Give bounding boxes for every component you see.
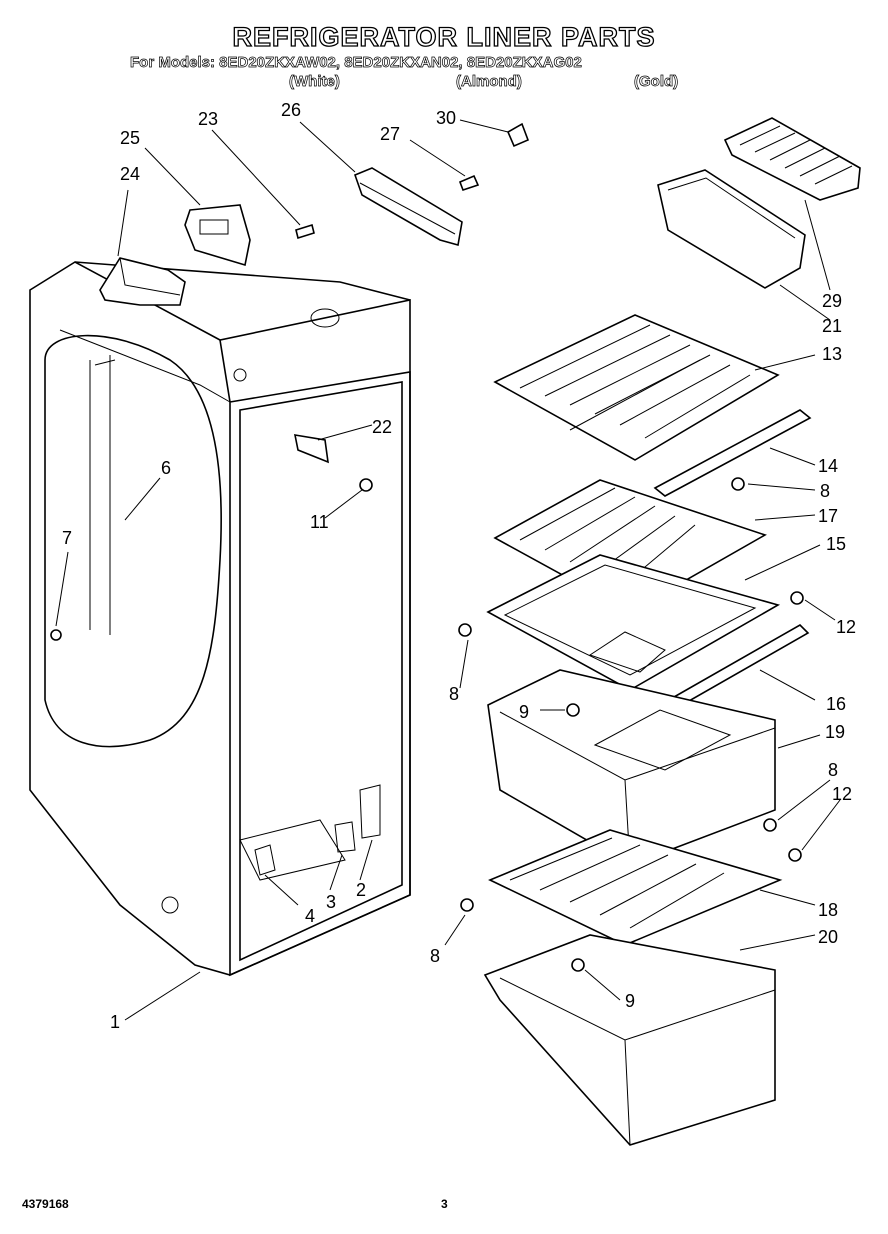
callout-29: 29 — [822, 291, 842, 311]
part-14-trim — [653, 409, 812, 497]
doc-number: 4379168 — [22, 1197, 69, 1211]
part-27-screw — [458, 174, 480, 192]
callout-8b: 8 — [449, 684, 459, 704]
part-20-drawer — [483, 934, 776, 1146]
callout-9a: 9 — [519, 702, 529, 722]
callout-12b: 12 — [832, 784, 852, 804]
part-21-ice-bin — [657, 169, 806, 289]
callout-26: 26 — [281, 100, 301, 120]
part-30-clip — [506, 122, 530, 148]
leader-lines — [55, 119, 841, 1021]
fasteners — [50, 434, 804, 972]
color-white: (White) — [289, 73, 341, 91]
part-23-screw — [295, 223, 315, 240]
callout-9b: 9 — [625, 991, 635, 1011]
callout-17: 17 — [818, 506, 838, 526]
callout-14: 14 — [818, 456, 838, 476]
part-29-ice-tray — [723, 117, 861, 201]
callout-1: 1 — [110, 1012, 120, 1032]
callout-18: 18 — [818, 900, 838, 920]
part-24-control-housing — [99, 257, 186, 306]
callout-8a: 8 — [820, 481, 830, 501]
part-19-crisper-drawer — [487, 669, 776, 866]
callout-20: 20 — [818, 927, 838, 947]
callout-3: 3 — [326, 892, 336, 912]
part-13-wire-shelf — [493, 314, 780, 461]
callout-7: 7 — [62, 528, 72, 548]
part-26-trim — [353, 167, 463, 247]
color-almond: (Almond) — [456, 73, 523, 91]
callout-labels: 1 2 3 4 6 7 8 8 8 8 9 9 11 12 12 13 14 1… — [62, 100, 856, 1032]
page-title: REFRIGERATOR LINER PARTS — [232, 21, 656, 52]
callout-24: 24 — [120, 164, 140, 184]
models-line: For Models: 8ED20ZKXAW02, 8ED20ZKXAN02, … — [130, 54, 583, 72]
callout-15: 15 — [826, 534, 846, 554]
part-15-cover-frame — [486, 554, 781, 691]
liner-cabinet — [29, 261, 411, 977]
callout-23: 23 — [198, 109, 218, 129]
callout-16: 16 — [826, 694, 846, 714]
callout-2: 2 — [356, 880, 366, 900]
callout-19: 19 — [825, 722, 845, 742]
color-gold: (Gold) — [634, 73, 679, 91]
callout-25: 25 — [120, 128, 140, 148]
callout-30: 30 — [436, 108, 456, 128]
callout-21: 21 — [822, 316, 842, 336]
callout-13: 13 — [822, 344, 842, 364]
callout-27: 27 — [380, 124, 400, 144]
callout-22: 22 — [372, 417, 392, 437]
callout-8c: 8 — [828, 760, 838, 780]
part-18-crisper-cover — [488, 829, 783, 946]
callout-8d: 8 — [430, 946, 440, 966]
part-25-bracket — [184, 204, 251, 267]
callout-12a: 12 — [836, 617, 856, 637]
callout-4: 4 — [305, 906, 315, 926]
callout-6: 6 — [161, 458, 171, 478]
callout-11: 11 — [310, 512, 329, 532]
page-number: 3 — [441, 1197, 448, 1211]
